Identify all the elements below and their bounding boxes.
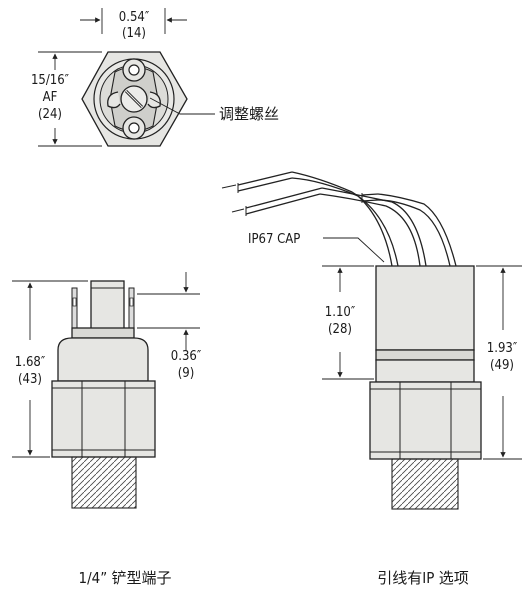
- cap-height-in: 1.10″: [325, 305, 356, 320]
- af-mm: (24): [38, 107, 62, 122]
- terminal-in: 0.36″: [171, 349, 202, 364]
- height-in: 1.68″: [15, 355, 46, 370]
- thread: [391, 458, 459, 510]
- total-height-in: 1.93″: [487, 341, 518, 356]
- dome-body: [57, 337, 149, 382]
- ip67-cap: [375, 265, 475, 351]
- cap-height-mm: (28): [328, 322, 352, 337]
- adjust-screw-label: 调整螺丝: [219, 105, 279, 123]
- hex-nut: [51, 380, 156, 458]
- left-view: 1.68″ (43) 0.36″ (9) 1/4” 铲型端子: [12, 272, 202, 587]
- top-width-in: 0.54″: [119, 10, 150, 25]
- af-label: AF: [43, 90, 58, 105]
- cap-leader: [323, 237, 385, 263]
- total-height-mm: (49): [490, 358, 514, 373]
- terminal-mm: (9): [178, 366, 195, 381]
- top-view: 0.54″ (14) 15/16″ AF (24) 调整螺丝: [31, 8, 279, 147]
- adjust-screw-leader: [149, 97, 215, 115]
- side-ear: [107, 91, 121, 109]
- right-view: IP67 CAP 1.10″ (28) 1.93″ (49) 引线有IP 选项: [221, 171, 522, 587]
- terminal-boss: [90, 280, 125, 330]
- thread: [71, 456, 137, 509]
- left-caption: 1/4” 铲型端子: [79, 569, 172, 587]
- hex-nut: [369, 381, 482, 460]
- top-width-mm: (14): [122, 26, 146, 41]
- height-mm: (43): [18, 372, 42, 387]
- cap-label: IP67 CAP: [248, 232, 300, 247]
- af-in: 15/16″: [31, 73, 70, 88]
- right-caption: 引线有IP 选项: [377, 569, 468, 587]
